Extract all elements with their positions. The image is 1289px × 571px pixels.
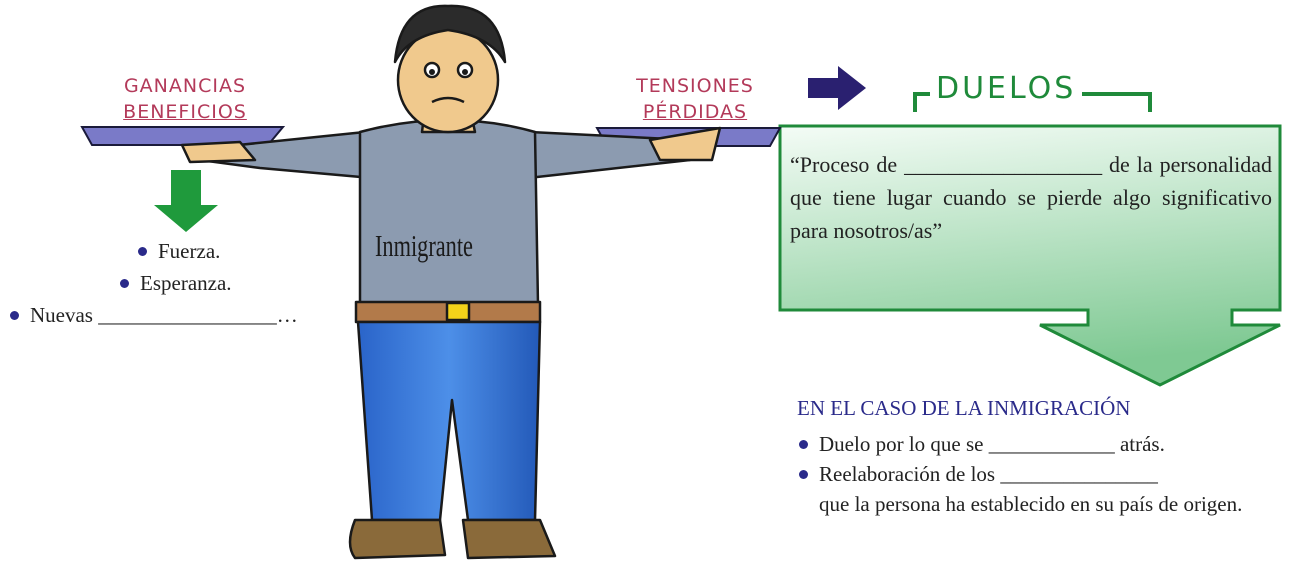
left-plate-label-line1: GANANCIAS	[123, 75, 247, 97]
left-plate-label-line2: BENEFICIOS	[123, 101, 247, 123]
right-plate-label-line1: TENSIONES	[636, 75, 754, 97]
list-item: Esperanza.	[118, 267, 380, 299]
green-down-arrow-icon	[154, 170, 218, 232]
immigration-list: Duelo por lo que se ____________ atrás. …	[797, 429, 1277, 519]
left-plate-label: GANANCIAS BENEFICIOS	[90, 73, 280, 125]
list-item: Fuerza.	[136, 235, 380, 267]
figure-shirt-label: Inmigrante	[375, 228, 473, 263]
duelos-definition: “Proceso de __________________ de la per…	[790, 152, 1272, 243]
callout-box	[778, 124, 1282, 387]
immigrant-figure	[180, 4, 722, 560]
list-item: Nuevas _________________…	[8, 299, 380, 331]
benefits-list: Fuerza. Esperanza. Nuevas ______________…	[0, 235, 380, 331]
right-plate-label: TENSIONES PÉRDIDAS	[605, 73, 785, 125]
right-plate-label-line2: PÉRDIDAS	[642, 101, 748, 123]
list-item-continuation: que la persona ha establecido en su país…	[819, 492, 1243, 516]
list-item: Reelaboración de los _______________	[797, 459, 1277, 489]
immigration-heading: EN EL CASO DE LA INMIGRACIÓN	[797, 396, 1131, 420]
navy-arrow-icon	[808, 66, 866, 110]
duelos-title: DUELOS	[930, 71, 1083, 107]
list-item: Duelo por lo que se ____________ atrás.	[797, 429, 1277, 459]
